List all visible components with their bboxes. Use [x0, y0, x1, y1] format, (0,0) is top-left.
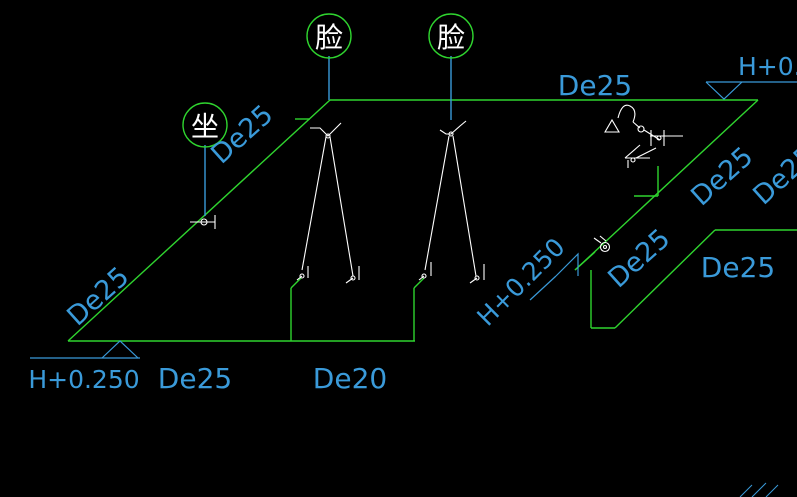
- fixture-toilet: 坐: [182, 102, 228, 148]
- elevation-mid-marker-icon: [529, 252, 579, 301]
- pipe-label-left-lower: De25: [61, 261, 135, 332]
- pipe-riser-basin-2-elbow: [413, 277, 425, 289]
- fixture-basin-1: 脸: [306, 13, 352, 59]
- elevation-label-mid: H+0.250: [471, 232, 570, 331]
- toilet-circle-icon: [182, 102, 228, 148]
- pipe-label-right-diag-1: De25: [685, 141, 759, 212]
- pipe-network: [67, 99, 797, 342]
- toilet-valve-icon: [190, 215, 216, 229]
- pipe-riser-basin-1-elbow: [290, 277, 302, 289]
- pipe-right-diagonal: [574, 99, 759, 271]
- basin-2-circle-icon: [428, 13, 474, 59]
- pipe-label-top-main: De25: [558, 69, 632, 102]
- basin-1-circle-icon: [306, 13, 352, 59]
- pipe-label-right-branch: De25: [701, 251, 775, 284]
- basin-2-tap-icon: [418, 120, 485, 284]
- valve-icon: [593, 235, 611, 253]
- elevation-left-marker-icon: [30, 340, 140, 359]
- basin-1-label: 脸: [315, 21, 343, 54]
- elevation-markers: [30, 81, 797, 359]
- fixture-basin-2: 脸: [428, 13, 474, 59]
- basin-2-label: 脸: [437, 21, 465, 54]
- pipe-label-bottom-left: De25: [158, 362, 232, 395]
- elevation-label-top-right: H+0.: [738, 52, 797, 81]
- fixture-risers: [204, 56, 452, 216]
- pipe-right-branch-diagonal: [614, 229, 716, 329]
- basin-1-tap-icon: [296, 122, 360, 284]
- toilet-label: 坐: [191, 110, 219, 143]
- pipe-left-diagonal: [67, 99, 331, 342]
- pipe-label-right-diag-3: De25: [747, 140, 797, 211]
- sink-tap-icon: [604, 104, 683, 168]
- elevation-label-left: H+0.250: [28, 365, 139, 394]
- fixture-symbols: [190, 104, 683, 284]
- elevation-topright-marker-icon: [705, 81, 797, 100]
- pipe-label-bottom-mid: De20: [313, 362, 387, 395]
- edge-fragment: [739, 482, 779, 497]
